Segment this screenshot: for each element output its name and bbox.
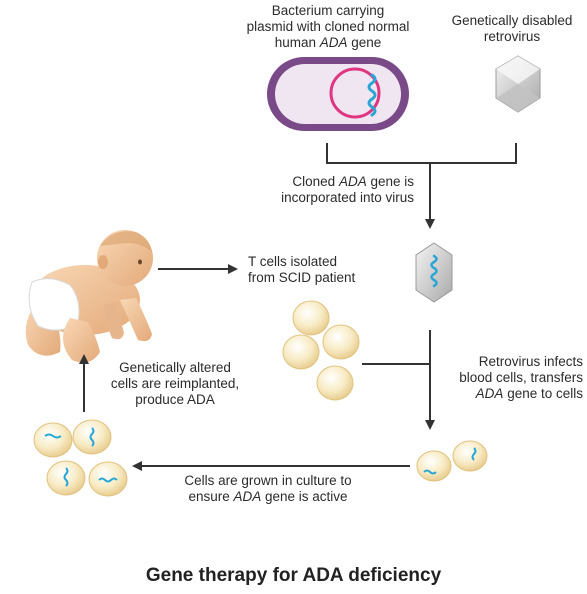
grown-line-1: Cells are grown in culture to — [184, 473, 352, 488]
bacterium-icon — [267, 57, 409, 131]
label-reimplanted: Genetically altered cells are reimplante… — [94, 360, 256, 408]
tcells-cluster — [282, 300, 360, 401]
cloned-line-2: incorporated into virus — [281, 190, 414, 205]
retrovirus-line-2: retrovirus — [483, 29, 541, 44]
bacterium-line-3: human ADA gene — [274, 35, 382, 50]
transduced-cells — [416, 440, 488, 482]
tcells-line-1: T cells isolated — [248, 254, 338, 269]
grown-line-2: ensure ADA gene is active — [188, 489, 348, 504]
tcells-line-2: from SCID patient — [248, 270, 356, 285]
reimplanted-line-1: Genetically altered — [119, 360, 231, 375]
recombinant-virus-icon — [415, 242, 453, 303]
label-grown: Cells are grown in culture to ensure ADA… — [168, 473, 368, 505]
plasmid-icon — [329, 67, 381, 119]
reimplanted-line-2: cells are reimplanted, — [110, 376, 240, 391]
retrovirus-icon — [495, 55, 541, 113]
label-cloned: Cloned ADA gene is incorporated into vir… — [232, 174, 414, 206]
arrow-infect — [362, 330, 435, 430]
bacterium-line-2: plasmid with cloned normal — [246, 19, 410, 34]
bacterium-line-1: Bacterium carrying — [271, 3, 385, 18]
baby-illustration — [25, 230, 153, 363]
figure-caption: Gene therapy for ADA deficiency — [145, 565, 442, 586]
infects-line-2: blood cells, transfers — [459, 370, 583, 385]
reimplanted-line-3: produce ADA — [135, 392, 215, 407]
merge-arrow — [326, 143, 517, 229]
label-bacterium: Bacterium carrying plasmid with cloned n… — [238, 3, 418, 51]
label-infects: Retrovirus infects blood cells, transfer… — [422, 354, 583, 402]
infects-line-3: ADA gene to cells — [475, 386, 583, 401]
label-retrovirus: Genetically disabled retrovirus — [438, 13, 586, 45]
infects-line-1: Retrovirus infects — [478, 354, 583, 369]
cultured-cells — [33, 419, 128, 497]
cloned-line-1: Cloned ADA gene is — [292, 174, 414, 189]
retrovirus-line-1: Genetically disabled — [451, 13, 573, 28]
label-tcells: T cells isolated from SCID patient — [248, 254, 398, 286]
